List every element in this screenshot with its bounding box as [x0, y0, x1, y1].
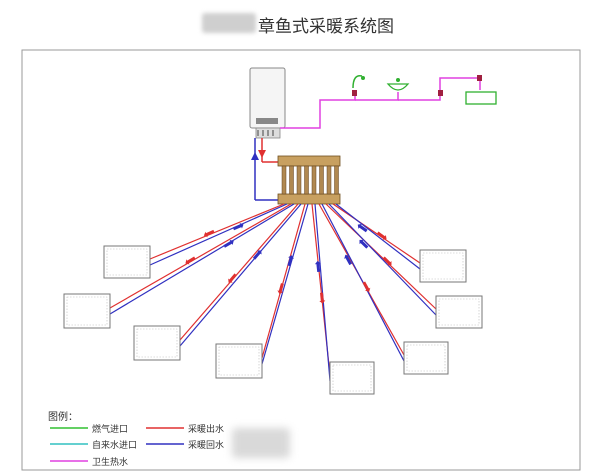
manifold-valve [289, 165, 294, 195]
legend-heating-supply-label: 采暖出水 [188, 425, 225, 435]
legend-lines [50, 427, 184, 462]
return-pipe [314, 203, 331, 382]
supply-arrow [228, 273, 237, 283]
blurred-logo [202, 13, 256, 33]
return-pipe [179, 203, 302, 347]
supply-arrow [362, 281, 371, 292]
legend-domestic-hot-label: 卫生热水 [92, 458, 129, 468]
return-arrow [314, 260, 321, 273]
return-pipe [328, 203, 437, 316]
manifold-valve [319, 165, 324, 195]
return-pipe [149, 203, 288, 266]
return-arrow [287, 255, 294, 267]
supply-arrow [382, 256, 392, 266]
diagram-title: 章鱼式采暖系统图 [258, 17, 394, 37]
legend-heating-return-label: 采暖回水 [188, 441, 225, 451]
radiator [103, 245, 151, 279]
supply-arrow [376, 231, 387, 240]
manifold-valve [304, 165, 309, 195]
branch-pipes [109, 203, 437, 382]
title-area: 章鱼式采暖系统图 [0, 8, 600, 38]
legend-gas-label: 燃气进口 [92, 425, 129, 435]
legend-tap-water-label: 自来水进口 [92, 441, 138, 451]
return-arrow [357, 223, 368, 233]
supply-pipe [332, 203, 421, 264]
return-arrow [252, 250, 262, 260]
supply-pipe [109, 203, 292, 309]
sink-fixture [465, 91, 497, 105]
supply-pipe [179, 203, 299, 341]
radiator [215, 343, 263, 379]
manifold-valve [326, 165, 332, 195]
manifold [277, 155, 341, 205]
return-arrow [359, 239, 369, 249]
supply-pipe [149, 203, 285, 260]
feed-lines [251, 138, 278, 201]
radiators [63, 245, 483, 395]
radiator [403, 341, 449, 375]
manifold-valve [334, 165, 339, 195]
shower-fixture [352, 75, 365, 89]
return-pipe [335, 203, 421, 270]
boiler [249, 67, 286, 139]
domestic-hot-water-line [280, 75, 482, 129]
return-pipe [109, 203, 295, 315]
supply-arrow [203, 229, 215, 238]
supply-arrow [185, 256, 196, 265]
blurred-logo-legend [232, 428, 290, 458]
diagram-frame [21, 49, 581, 471]
manifold-valve [296, 165, 302, 195]
radiator [435, 295, 483, 329]
return-arrow [223, 239, 234, 248]
radiator [329, 361, 375, 395]
return-arrow [232, 222, 244, 231]
radiator [63, 293, 111, 329]
radiator [133, 325, 181, 361]
radiator [419, 249, 467, 283]
supply-pipe [325, 203, 437, 310]
supply-arrow [277, 283, 284, 295]
manifold-valve [311, 165, 317, 195]
return-arrow [344, 254, 352, 266]
supply-pipe [261, 203, 306, 359]
supply-arrow [319, 292, 326, 304]
washbasin-fixture [386, 78, 410, 91]
manifold-valve [281, 165, 287, 195]
return-pipe [321, 203, 405, 362]
return-pipe [261, 203, 309, 365]
legend-title: 图例： [48, 412, 78, 423]
